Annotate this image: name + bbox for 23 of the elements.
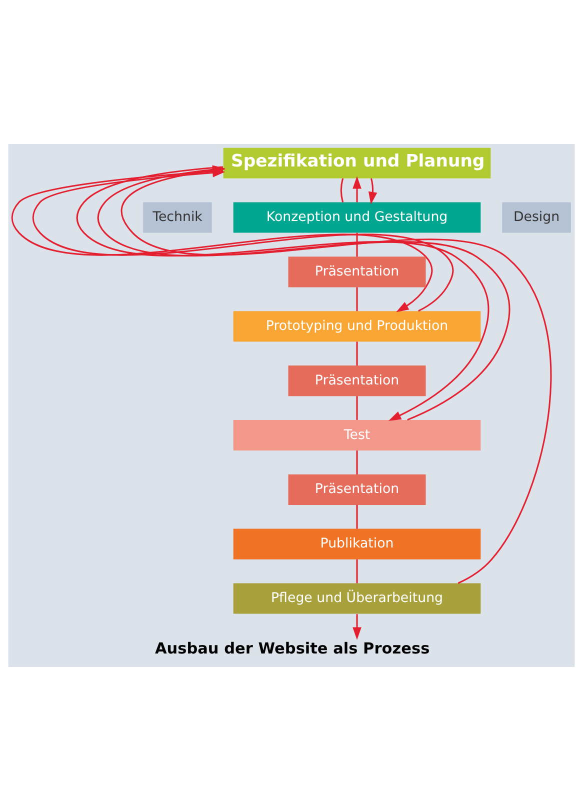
connector <box>356 232 358 256</box>
arrow <box>352 614 362 640</box>
connector <box>356 504 358 528</box>
connector <box>356 396 358 420</box>
connector <box>356 558 358 583</box>
node-box: Präsentation <box>288 365 426 396</box>
node-box: Pflege und Überarbeitung <box>233 582 481 614</box>
node-box: Design <box>502 202 571 232</box>
connector <box>356 450 358 474</box>
node-box: Konzeption und Gestaltung <box>233 202 481 232</box>
caption: Ausbau der Website als Prozess <box>154 638 430 657</box>
node-box: Test <box>233 419 481 450</box>
node-box: Präsentation <box>288 256 426 287</box>
node-box: Spezifikation und Planung <box>223 147 491 178</box>
node-box: Prototyping und Produktion <box>233 310 481 342</box>
arrow <box>368 178 378 204</box>
node-box: Publikation <box>233 528 481 559</box>
connector <box>340 178 344 202</box>
node-box: Technik <box>143 202 212 232</box>
connector <box>356 286 358 311</box>
connector <box>356 341 358 366</box>
node-box: Präsentation <box>288 474 426 504</box>
arrow <box>352 176 362 202</box>
